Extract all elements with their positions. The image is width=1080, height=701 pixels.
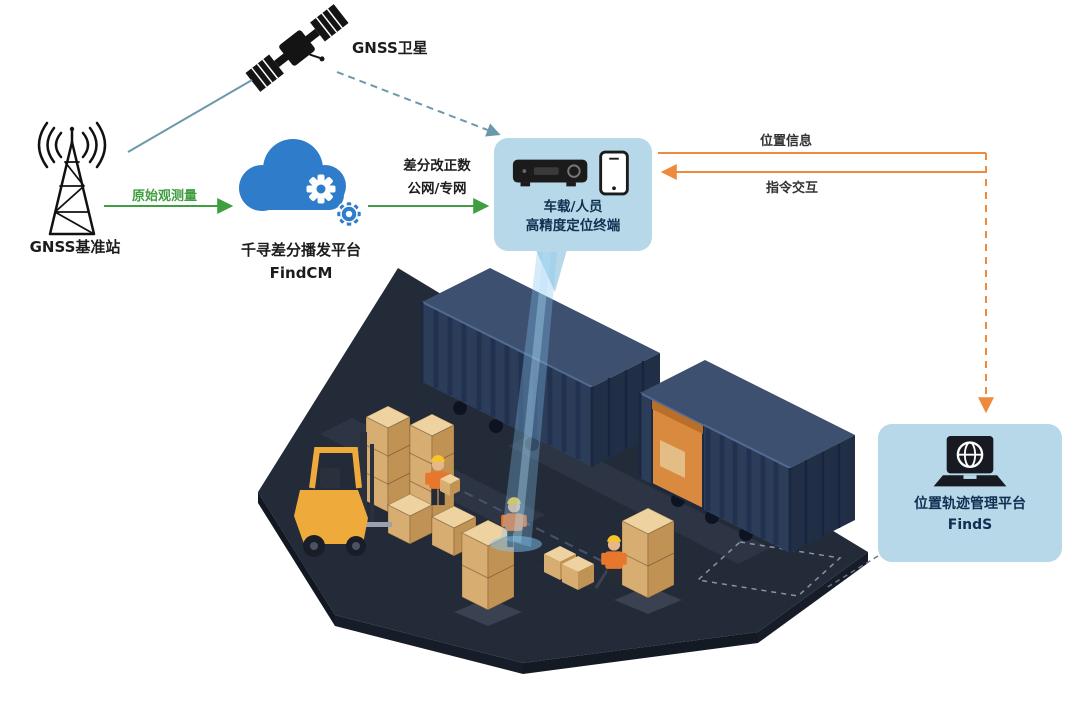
position-info-label: 位置信息 <box>760 134 813 149</box>
command-interaction-label: 指令交互 <box>766 181 819 196</box>
cloud-platform-title: 千寻差分播发平台 <box>240 241 361 259</box>
container-1 <box>420 268 660 467</box>
terminal-devices-icon <box>512 150 629 196</box>
terminal-callout-tail <box>534 246 568 292</box>
connector-lines <box>104 71 994 589</box>
finds-to-warehouse-link <box>825 555 879 589</box>
laptop-globe-icon <box>933 436 1007 487</box>
correction-line1: 差分改正数 <box>403 158 471 174</box>
finds-platform-callout: 位置轨迹管理平台 FindS <box>878 424 1062 562</box>
pallet-stack-2 <box>614 507 682 614</box>
correction-line2: 公网/专网 <box>407 181 467 197</box>
gear-icon-small <box>335 200 363 228</box>
base-station-label: GNSS基准站 <box>29 238 121 256</box>
positioning-beam <box>490 252 557 552</box>
satellite-to-base-link <box>127 79 253 153</box>
cloud-platform-label: 千寻差分播发平台 FindCM <box>220 239 382 285</box>
raw-observation-label: 原始观测量 <box>132 189 198 204</box>
finds-label-line2: FindS <box>947 517 993 533</box>
terminal-label-line2: 高精度定位终端 <box>525 218 621 234</box>
warehouse-illustration <box>258 268 868 674</box>
forklift <box>294 432 392 557</box>
globe-icon <box>956 441 984 468</box>
cloud-platform-icon <box>239 139 363 228</box>
satellite-label: GNSS卫星 <box>352 39 428 57</box>
receiver-icon <box>512 159 588 187</box>
terminal-callout: 车载/人员 高精度定位终端 <box>494 138 652 251</box>
satellite-to-terminal-link <box>336 71 501 137</box>
warehouse-workers <box>425 455 627 586</box>
pallet-jack <box>538 546 612 592</box>
satellite-icon <box>245 4 349 92</box>
base-station-icon <box>37 121 107 236</box>
smartphone-icon <box>599 150 629 196</box>
correction-label: 差分改正数 公网/专网 <box>386 155 488 201</box>
finds-label-line1: 位置轨迹管理平台 <box>914 496 1026 512</box>
cloud-platform-subtitle: FindCM <box>269 264 333 282</box>
terminal-label-line1: 车载/人员 <box>543 199 603 215</box>
container-2 <box>638 360 855 553</box>
gear-icon <box>306 174 336 204</box>
